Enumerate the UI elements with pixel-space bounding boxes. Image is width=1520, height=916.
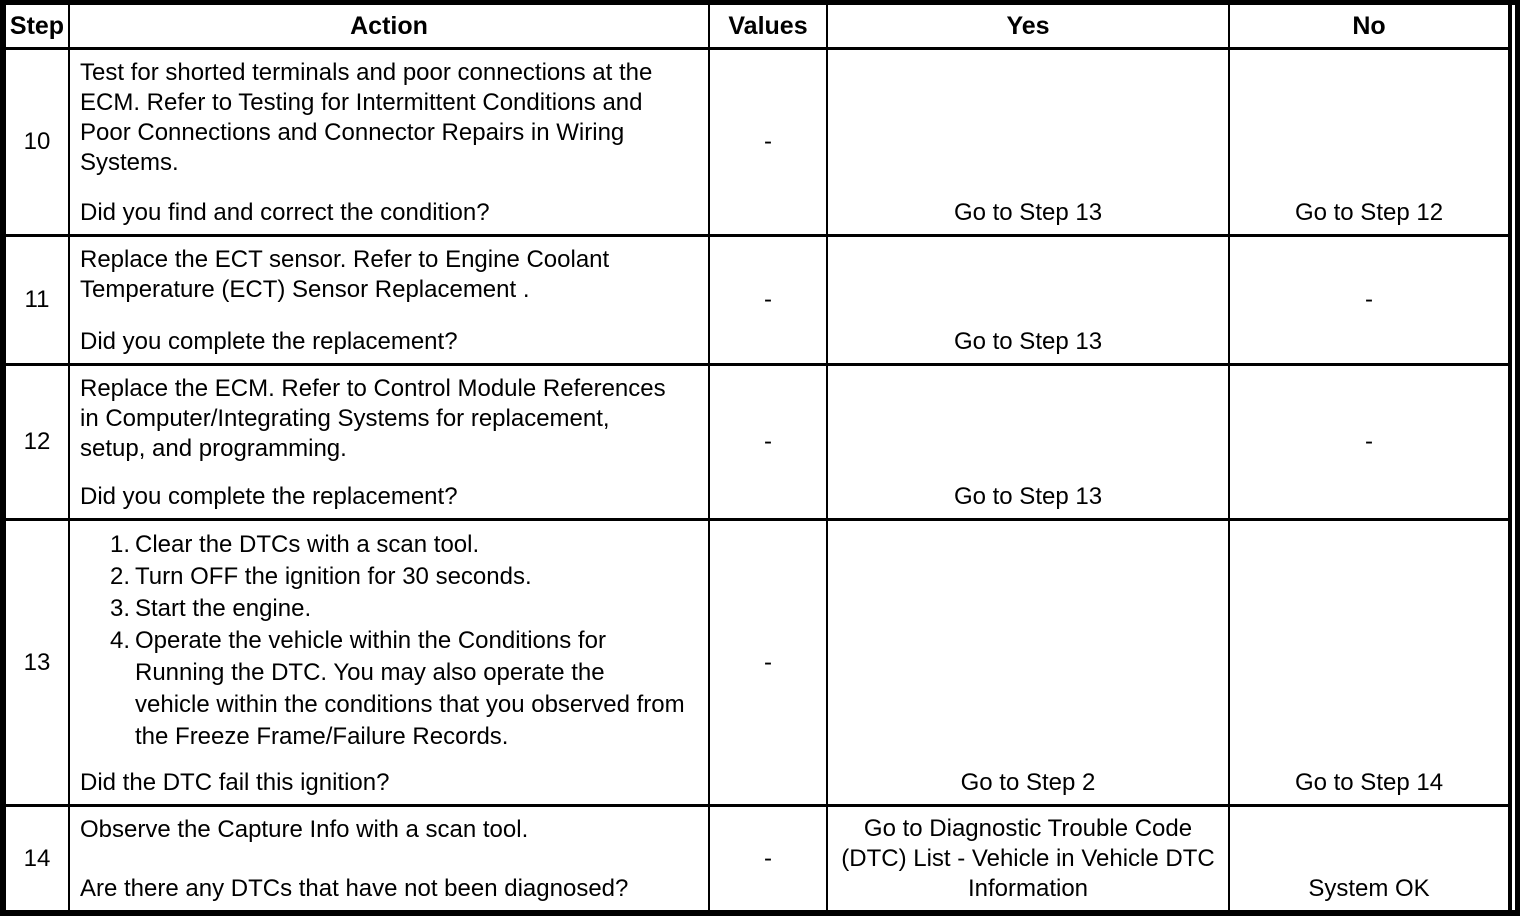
step-number: 14 (6, 807, 70, 910)
yes-cell: Go to Step 13 (828, 50, 1230, 237)
action-text: Test for shorted terminals and poor conn… (80, 59, 653, 176)
action-question: Did you find and correct the condition? (80, 199, 490, 226)
list-item: 1. Clear the DTCs with a scan tool. (110, 529, 700, 561)
action-question: Did you complete the replacement? (80, 328, 458, 355)
values-cell: - (710, 50, 828, 237)
diagnostic-table: Step Action Values Yes No 10 Test for sh… (6, 5, 1512, 910)
list-item-number: 3. (110, 595, 131, 622)
no-cell: - (1230, 366, 1508, 521)
action-text: Observe the Capture Info with a scan too… (80, 816, 529, 843)
header-no: No (1230, 5, 1508, 50)
list-item-number: 2. (110, 563, 131, 590)
step-number: 12 (6, 366, 70, 521)
header-values: Values (710, 5, 828, 50)
step-number: 13 (6, 521, 70, 807)
action-cell: Replace the ECM. Refer to Control Module… (70, 366, 710, 521)
values-cell: - (710, 807, 828, 910)
list-item: 4. Operate the vehicle within the Condit… (110, 627, 685, 750)
values-cell: - (710, 237, 828, 366)
action-cell: Replace the ECT sensor. Refer to Engine … (70, 237, 710, 366)
action-cell: Test for shorted terminals and poor conn… (70, 50, 710, 237)
list-item-number: 1. (110, 531, 131, 558)
yes-cell: Go to Step 2 (828, 521, 1230, 807)
yes-cell: Go to Diagnostic Trouble Code (DTC) List… (828, 807, 1230, 910)
action-cell: Observe the Capture Info with a scan too… (70, 807, 710, 910)
list-item: 2. Turn OFF the ignition for 30 seconds. (110, 561, 700, 593)
header-yes: Yes (828, 5, 1230, 50)
action-numbered-list: 1. Clear the DTCs with a scan tool. 2. T… (80, 529, 700, 753)
no-cell: - (1230, 237, 1508, 366)
header-action: Action (70, 5, 710, 50)
action-question: Are there any DTCs that have not been di… (80, 875, 629, 902)
yes-cell: Go to Step 13 (828, 366, 1230, 521)
action-text: Replace the ECT sensor. Refer to Engine … (80, 246, 610, 303)
action-text: Replace the ECM. Refer to Control Module… (80, 375, 666, 462)
no-cell: Go to Step 14 (1230, 521, 1508, 807)
action-cell: 1. Clear the DTCs with a scan tool. 2. T… (70, 521, 710, 807)
step-number: 10 (6, 50, 70, 237)
action-question: Did the DTC fail this ignition? (80, 769, 390, 796)
list-item-number: 4. (110, 627, 131, 654)
list-item: 3. Start the engine. (110, 593, 700, 625)
header-step: Step (6, 5, 70, 50)
action-question: Did you complete the replacement? (80, 483, 458, 510)
no-cell: System OK (1230, 807, 1508, 910)
yes-cell: Go to Step 13 (828, 237, 1230, 366)
no-cell: Go to Step 12 (1230, 50, 1508, 237)
step-number: 11 (6, 237, 70, 366)
values-cell: - (710, 366, 828, 521)
values-cell: - (710, 521, 828, 807)
